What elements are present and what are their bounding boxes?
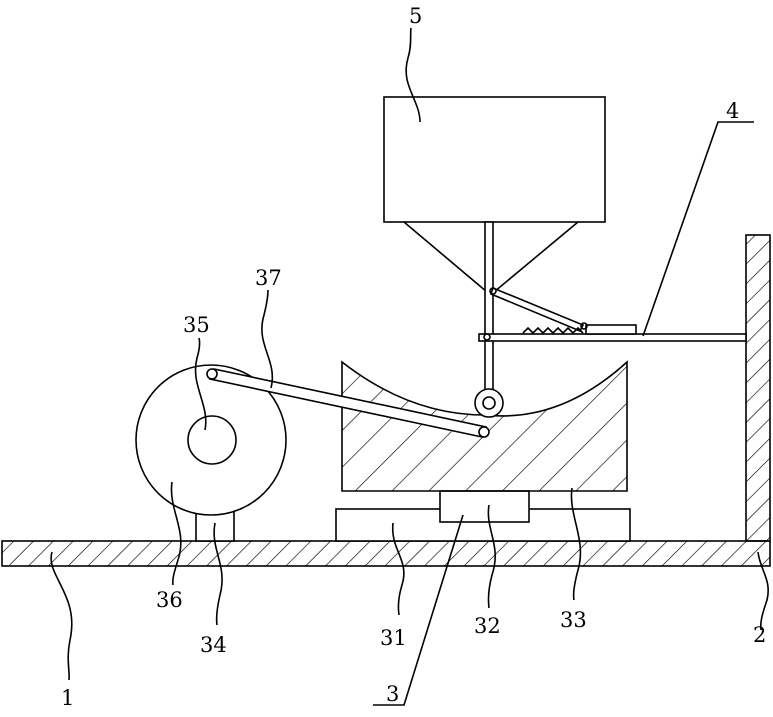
label-31: 31	[380, 626, 407, 650]
label-3: 3	[386, 682, 399, 706]
label-4: 4	[726, 99, 739, 123]
label-2: 2	[753, 623, 766, 647]
label-36: 36	[156, 588, 183, 612]
rod-end-pin	[479, 427, 489, 437]
leader-1	[51, 552, 72, 680]
label-34: 34	[200, 633, 227, 657]
label-5: 5	[409, 4, 422, 28]
leader-37	[262, 290, 272, 388]
base-plate	[2, 541, 770, 566]
hopper-box	[384, 97, 605, 222]
slider-block	[440, 491, 529, 522]
vertical-rod	[485, 222, 493, 390]
crank-pin	[207, 369, 217, 379]
motor-shaft	[188, 416, 236, 464]
label-37: 37	[255, 266, 282, 290]
horizontal-arm	[479, 334, 746, 341]
roller-axle	[483, 397, 495, 409]
label-1: 1	[61, 686, 74, 710]
label-33: 33	[560, 608, 587, 632]
leader-4	[643, 122, 754, 336]
left-strut	[404, 222, 487, 292]
spring-plate	[586, 325, 636, 334]
label-32: 32	[474, 614, 501, 638]
side-wall	[746, 235, 770, 541]
diagonal-link	[491, 288, 583, 331]
label-35: 35	[183, 313, 210, 337]
right-strut	[494, 222, 578, 292]
